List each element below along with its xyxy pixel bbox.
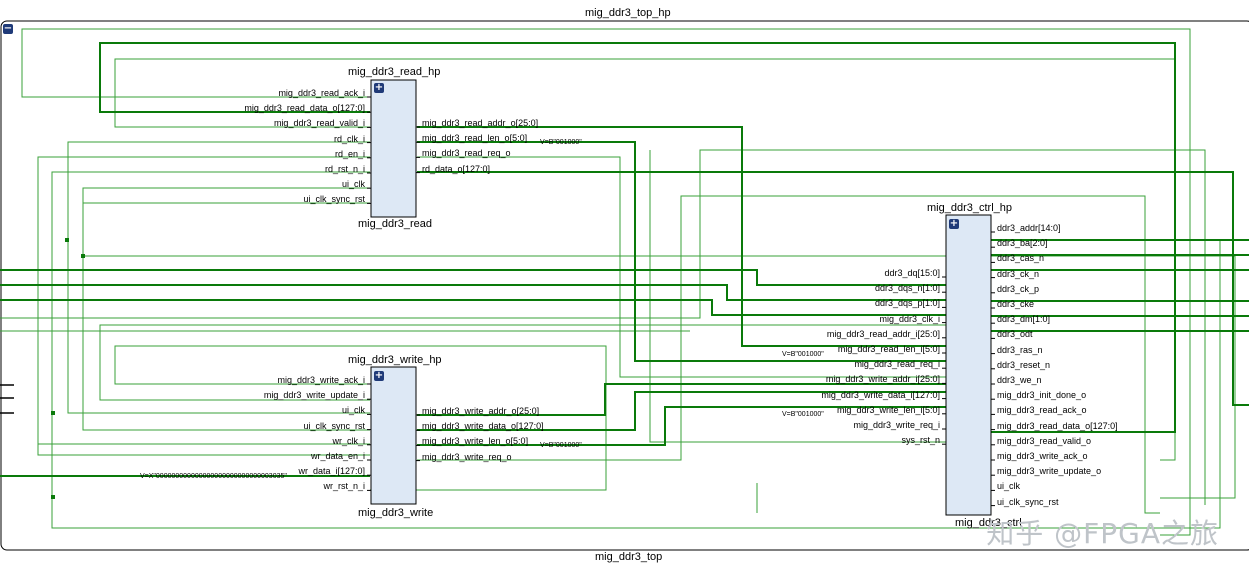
write-data-param: V=X"000000000000000000000000000003035" [140, 473, 287, 480]
port-label: mig_ddr3_write_ack_i [277, 375, 365, 385]
write-len-param: V=B"001000" [540, 442, 582, 449]
read-expand-icon[interactable]: + [374, 82, 384, 93]
port-label: mig_ddr3_read_valid_i [273, 118, 365, 129]
bottom-label: mig_ddr3_top [595, 551, 663, 563]
port-label: ddr3_addr[14:0] [997, 223, 1061, 233]
port-label: mig_ddr3_read_valid_o [997, 435, 1092, 446]
ctrl-expand-icon[interactable]: + [949, 218, 959, 229]
port-label: wr_data_i[127:0] [298, 466, 365, 477]
port-label: mig_ddr3_read_addr_i[25:0] [826, 328, 940, 339]
port-label: rd_data_o[127:0] [422, 163, 491, 174]
port-label: mig_ddr3_read_len_o[5:0] [422, 133, 528, 144]
port-label: ui_clk_sync_rst [997, 496, 1059, 507]
port-label: mig_ddr3_read_ack_o [997, 405, 1087, 416]
port-label: ddr3_odt [997, 329, 1033, 340]
port-label: rd_en_i [334, 148, 365, 159]
port-label: ddr3_reset_n [997, 359, 1051, 370]
port-label: mig_ddr3_read_req_i [854, 359, 940, 370]
port-label: ddr3_dq[15:0] [884, 268, 940, 278]
port-label: ddr3_ras_n [997, 344, 1043, 355]
ctrl-write-len-param: V=B"001000" [782, 411, 824, 418]
port-label: mig_ddr3_write_update_i [263, 390, 365, 401]
collapse-icon[interactable]: − [3, 23, 13, 34]
port-label: mig_ddr3_write_update_o [997, 466, 1102, 477]
port-label: mig_ddr3_init_done_o [997, 390, 1087, 401]
port-label: wr_clk_i [332, 435, 365, 446]
port-label: ddr3_ck_n [997, 268, 1040, 279]
port-label: mig_ddr3_clk_i [879, 313, 940, 324]
junctions [51, 238, 85, 499]
port-label: ddr3_cke [997, 299, 1035, 309]
port-label: mig_ddr3_write_data_o[127:0] [422, 421, 544, 432]
port-label: ui_clk [341, 179, 365, 190]
write-expand-icon[interactable]: + [374, 370, 384, 381]
port-label: mig_ddr3_read_data_o[127:0] [997, 420, 1118, 431]
write-block-name: mig_ddr3_write [358, 507, 434, 519]
port-label: ddr3_ba[2:0] [997, 238, 1048, 249]
port-label: ddr3_we_n [997, 375, 1042, 385]
port-label: ddr3_cas_n [997, 253, 1045, 264]
port-label: mig_ddr3_write_addr_o[25:0] [422, 406, 540, 416]
port-label: mig_ddr3_write_data_i[127:0] [821, 389, 940, 400]
ctrl-block-body[interactable] [945, 214, 992, 516]
write-hp-label: mig_ddr3_write_hp [348, 354, 442, 366]
port-label: ui_clk [997, 481, 1021, 492]
port-label: ui_clk_sync_rst [303, 420, 365, 431]
pin-stubs [367, 96, 995, 507]
read-hp-label: mig_ddr3_read_hp [348, 66, 441, 78]
port-label: wr_data_en_i [310, 451, 365, 461]
port-label: mig_ddr3_write_len_o[5:0] [422, 436, 529, 447]
port-label: ui_clk_sync_rst [303, 194, 365, 205]
port-label: sys_rst_n [901, 435, 940, 446]
ctrl-read-len-param: V=B"001000" [782, 351, 824, 358]
read-block-body[interactable] [370, 79, 417, 218]
port-label: mig_ddr3_write_addr_i[25:0] [825, 374, 940, 385]
edge-stubs [0, 384, 14, 414]
read-block-name: mig_ddr3_read [358, 218, 432, 230]
port-label: ddr3_dqs_p[1:0] [874, 298, 940, 309]
port-label: mig_ddr3_read_addr_o[25:0] [422, 118, 539, 128]
ctrl-hp-label: mig_ddr3_ctrl_hp [927, 202, 1012, 214]
port-label: mig_ddr3_read_req_o [422, 148, 511, 159]
port-label: mig_ddr3_write_ack_o [997, 451, 1088, 461]
read-len-param: V=B"001000" [540, 139, 582, 146]
thin-nets [0, 28, 1236, 536]
ctrl-block-name: mig_ddr3_ctrl [955, 517, 1022, 529]
port-label: mig_ddr3_read_data_o[127:0] [244, 103, 365, 114]
port-label: ui_clk [341, 405, 365, 416]
port-label: ddr3_dm[1:0] [997, 314, 1051, 325]
port-label: ddr3_ck_p [997, 283, 1040, 294]
port-label: mig_ddr3_read_len_i[5:0] [837, 344, 940, 354]
bus-nets [0, 42, 1249, 477]
port-label: mig_ddr3_read_ack_i [278, 88, 365, 98]
port-label: mig_ddr3_write_len_i[5:0] [836, 404, 940, 415]
port-label: mig_ddr3_write_req_o [422, 451, 512, 462]
port-label: wr_rst_n_i [323, 481, 365, 492]
port-label: rd_rst_n_i [324, 164, 365, 174]
top-hp-label: mig_ddr3_top_hp [585, 7, 671, 19]
watermark: 知乎 @FPGA之旅 [986, 517, 1219, 550]
write-block-body[interactable] [370, 366, 417, 505]
port-label: ddr3_dqs_n[1:0] [874, 283, 940, 294]
port-label: rd_clk_i [333, 133, 365, 144]
port-label: mig_ddr3_write_req_i [853, 420, 940, 430]
